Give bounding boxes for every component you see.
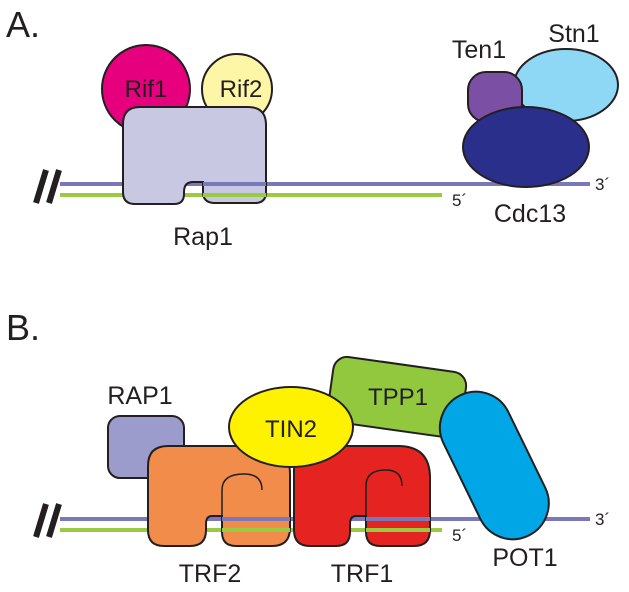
stn1-label: Stn1 — [548, 20, 599, 48]
panel-b-break-mark — [33, 503, 62, 538]
pot1-protein — [438, 390, 550, 541]
rif1-label: Rif1 — [125, 76, 168, 103]
tin2-protein — [228, 386, 354, 468]
pot1-label: POT1 — [492, 544, 557, 572]
panel-b-3prime-label: 3´ — [595, 510, 610, 529]
cdc13-label: Cdc13 — [494, 200, 566, 228]
trf2-label: TRF2 — [179, 560, 242, 588]
panel-a: A. Rif1 Rif2 Rap1 Ten1 Stn1 Cdc13 3´ 5´ — [6, 4, 619, 251]
rap1-human-label: RAP1 — [107, 382, 172, 410]
panel-a-5prime-label: 5´ — [452, 191, 467, 210]
panel-b-5prime-label: 5´ — [452, 526, 467, 545]
cdc13-protein — [462, 106, 590, 188]
rif2-label: Rif2 — [220, 76, 263, 103]
trf1-label: TRF1 — [331, 560, 394, 588]
rap1-yeast-label: Rap1 — [173, 223, 233, 251]
panel-a-break-mark — [33, 169, 62, 204]
tpp1-label: TPP1 — [368, 384, 428, 411]
tin2-label: TIN2 — [265, 416, 317, 443]
rap1-yeast-protein — [122, 106, 267, 205]
panel-a-3prime-label: 3´ — [595, 175, 610, 194]
ten1-label: Ten1 — [452, 36, 506, 64]
panel-b-label: B. — [6, 307, 40, 348]
panel-a-label: A. — [6, 4, 40, 45]
panel-b: B. TIN2 TPP1 RAP1 — [6, 307, 610, 588]
